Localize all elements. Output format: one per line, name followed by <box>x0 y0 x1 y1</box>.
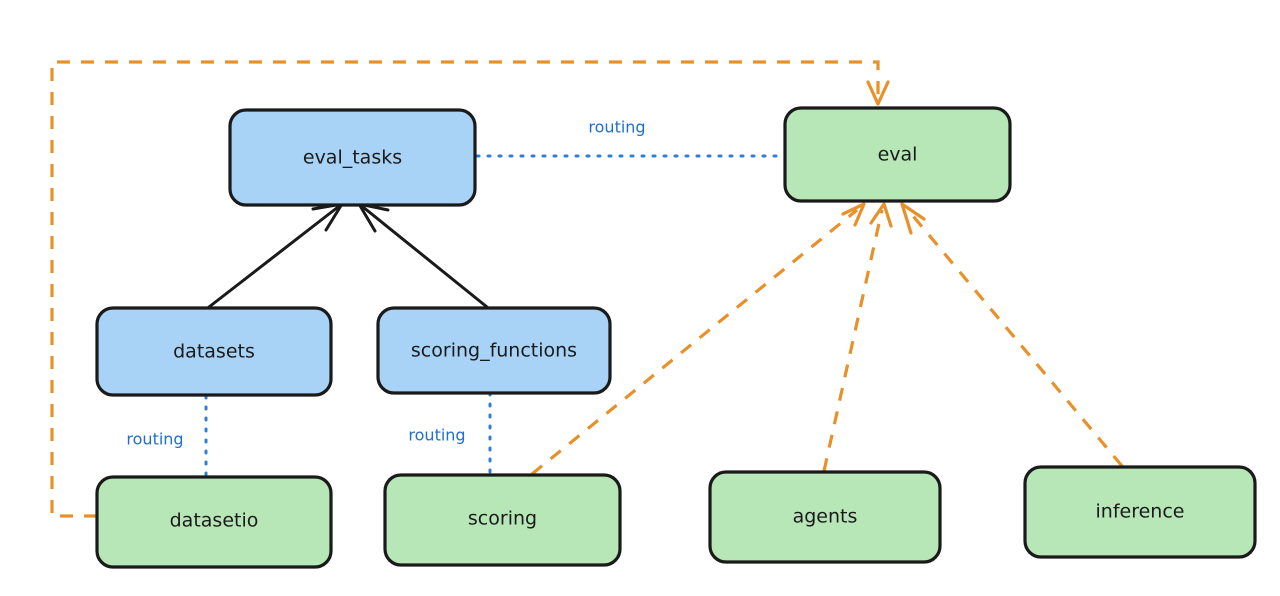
node-datasetio[interactable]: datasetio <box>95 475 333 569</box>
node-eval-label: eval <box>878 144 918 166</box>
node-datasets-box[interactable] <box>95 306 333 397</box>
node-eval[interactable]: eval <box>783 106 1012 203</box>
node-eval-tasks[interactable]: eval_tasks <box>228 108 477 207</box>
node-scoring-label: scoring <box>468 508 537 530</box>
node-eval-tasks-label: eval_tasks <box>303 147 402 169</box>
edge-label-routing-left: routing <box>126 430 183 449</box>
edge-scoring-functions-to-eval-tasks <box>357 202 489 309</box>
edge-datasets-to-eval-tasks <box>207 202 344 309</box>
edge-datasetio-to-eval <box>50 60 890 518</box>
edge-label-routing-middle: routing <box>408 426 465 445</box>
node-eval-box[interactable] <box>783 106 1012 203</box>
node-datasetio-box[interactable] <box>95 475 333 569</box>
node-scoring-box[interactable] <box>383 473 622 567</box>
edge-agents-to-eval <box>822 202 893 472</box>
node-agents[interactable]: agents <box>708 470 942 564</box>
node-agents-box[interactable] <box>708 470 942 564</box>
node-scoring-functions[interactable]: scoring_functions <box>376 306 612 395</box>
node-agents-label: agents <box>793 506 858 528</box>
node-scoring-functions-label: scoring_functions <box>411 340 577 362</box>
node-datasets-label: datasets <box>173 341 255 363</box>
node-scoring[interactable]: scoring <box>383 473 622 567</box>
edge-label-routing-top: routing <box>588 118 645 137</box>
edge-inference-to-eval <box>900 202 1124 468</box>
node-datasetio-label: datasetio <box>170 510 259 532</box>
node-scoring-functions-box[interactable] <box>376 306 612 395</box>
edge-scoring-to-eval <box>530 202 866 476</box>
node-eval-tasks-box[interactable] <box>228 108 477 207</box>
node-inference-label: inference <box>1096 501 1185 523</box>
node-inference[interactable]: inference <box>1023 465 1257 559</box>
node-inference-box[interactable] <box>1023 465 1257 559</box>
node-datasets[interactable]: datasets <box>95 306 333 397</box>
